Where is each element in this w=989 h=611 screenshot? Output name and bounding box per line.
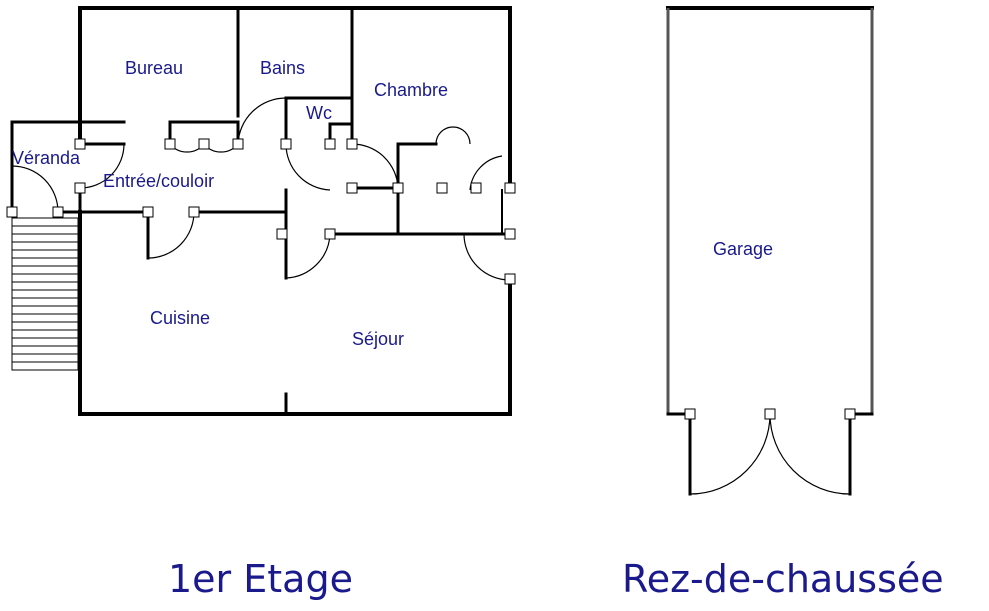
room-label-bains: Bains [260,58,305,78]
interior-walls [10,6,512,416]
garage-double-door [684,408,856,496]
garage-walls [666,6,874,416]
ground-floor-plan: Garage [666,6,874,496]
first-floor-plan: Bureau Bains Wc Chambre Véranda Entrée/c… [6,6,516,416]
title-ground-floor: Rez-de-chaussée [622,557,944,601]
room-label-entree: Entrée/couloir [103,171,214,191]
room-label-chambre: Chambre [374,80,448,100]
room-label-veranda: Véranda [12,148,81,168]
room-label-wc: Wc [306,103,332,123]
room-labels-first-floor: Bureau Bains Wc Chambre Véranda Entrée/c… [12,58,448,349]
room-label-bureau: Bureau [125,58,183,78]
room-label-garage: Garage [713,239,773,259]
outer-walls [78,6,512,416]
room-label-sejour: Séjour [352,329,404,349]
title-first-floor: 1er Etage [168,557,353,601]
room-label-cuisine: Cuisine [150,308,210,328]
door-hinges [6,138,516,285]
staircase [11,217,79,371]
door-swings [11,97,511,281]
